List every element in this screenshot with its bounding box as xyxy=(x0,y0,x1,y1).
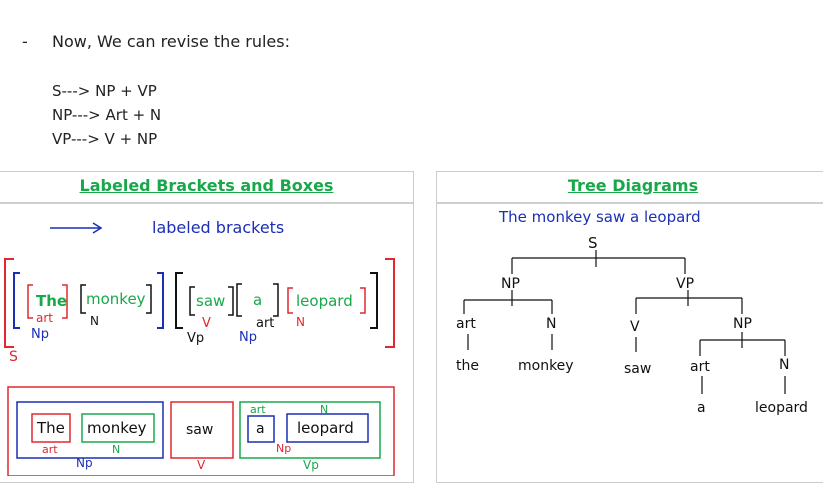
legend-arrow xyxy=(50,222,103,234)
box-word-a: a xyxy=(256,421,265,437)
tree-node-n: N xyxy=(546,316,556,332)
tree-node-np2: NP xyxy=(733,316,752,332)
tree-edges xyxy=(463,250,786,394)
np-label-2: Np xyxy=(239,330,257,345)
vp-box xyxy=(239,401,381,459)
n-bracket-2 xyxy=(287,287,366,314)
art-bracket xyxy=(27,284,68,319)
vp-label: Vp xyxy=(187,331,204,346)
box-n-label: N xyxy=(112,443,120,456)
rule-vp: VP---> V + NP xyxy=(52,130,158,148)
box-word-the: The xyxy=(36,419,65,437)
art-box xyxy=(31,413,71,443)
word-the: The xyxy=(36,292,67,310)
np-box xyxy=(16,401,164,459)
tree-node-art: art xyxy=(456,316,476,332)
box-word-saw: saw xyxy=(186,422,213,438)
n-label-2: N xyxy=(296,315,305,329)
box-art-label: art xyxy=(42,443,58,456)
tree-leaf-a: a xyxy=(697,400,706,416)
np-bracket xyxy=(13,272,164,329)
art-label-2: art xyxy=(256,316,274,331)
n-label-1: N xyxy=(90,314,99,328)
panel-title-brackets: Labeled Brackets and Boxes xyxy=(79,176,334,195)
word-saw: saw xyxy=(196,292,225,310)
np-label-1: Np xyxy=(31,327,49,342)
rules-section: - Now, We can revise the rules: S---> NP… xyxy=(0,0,823,170)
box-vp-label: Vp xyxy=(303,458,319,472)
bullet-dash: - xyxy=(22,32,28,51)
tree-node-s: S xyxy=(588,234,598,252)
v-bracket xyxy=(189,286,234,316)
v-label: V xyxy=(202,316,211,331)
tree-node-v: V xyxy=(630,319,640,335)
vp-bracket xyxy=(175,272,378,329)
box-np-label: Np xyxy=(76,456,93,470)
s-box xyxy=(7,386,395,476)
box-v-label: V xyxy=(197,458,206,472)
word-monkey: monkey xyxy=(86,290,146,308)
rule-np: NP---> Art + N xyxy=(52,106,162,124)
n-bracket xyxy=(80,284,152,314)
n-box xyxy=(81,413,155,443)
s-bracket xyxy=(4,258,395,348)
tree-node-art2: art xyxy=(690,359,710,375)
tree-leaf-leopard: leopard xyxy=(755,400,808,416)
tree-leaf-monkey: monkey xyxy=(518,358,574,374)
rule-s: S---> NP + VP xyxy=(52,82,157,100)
box-np2-label: Np xyxy=(276,442,291,455)
np-inner-box xyxy=(286,413,369,443)
rules-heading: Now, We can revise the rules: xyxy=(52,32,290,51)
a-box xyxy=(247,415,275,443)
tree-node-vp: VP xyxy=(676,276,694,292)
s-bracket-label: S xyxy=(9,349,18,365)
word-leopard: leopard xyxy=(296,292,353,310)
tree-node-np: NP xyxy=(501,276,520,292)
panel-divider xyxy=(0,202,413,204)
tree-leaf-the: the xyxy=(456,358,479,374)
box-art2-label: art xyxy=(250,403,266,416)
panel-divider xyxy=(437,202,823,204)
word-a: a xyxy=(253,291,262,309)
v-box xyxy=(170,401,234,459)
box-n2-label: N xyxy=(320,403,328,416)
tree-node-n2: N xyxy=(779,357,789,373)
np-bracket-2 xyxy=(236,283,279,317)
tree-sentence: The monkey saw a leopard xyxy=(498,208,701,226)
art-label-1: art xyxy=(36,311,53,325)
tree-leaf-saw: saw xyxy=(624,361,651,377)
legend-label: labeled brackets xyxy=(152,218,284,237)
box-word-leopard: leopard xyxy=(297,419,354,437)
panel-title-tree: Tree Diagrams xyxy=(567,176,699,195)
box-word-monkey: monkey xyxy=(87,419,147,437)
